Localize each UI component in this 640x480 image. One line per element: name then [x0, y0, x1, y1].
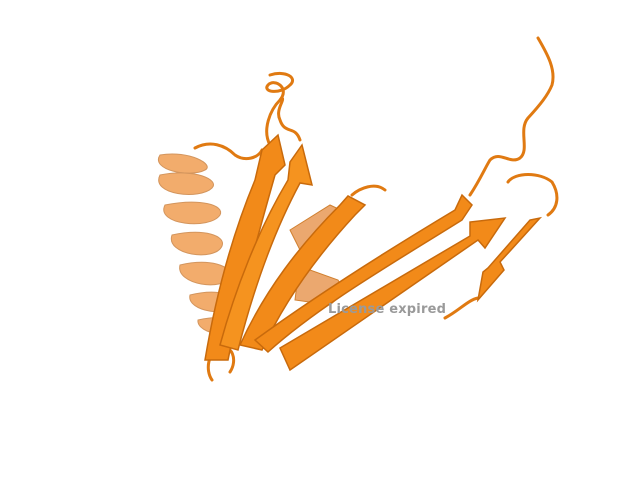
beta-strand-3 — [238, 195, 367, 351]
beta-strand-2 — [219, 143, 314, 351]
beta-sheet — [204, 133, 543, 372]
beta-strand-5 — [279, 217, 507, 372]
coil-loops — [193, 36, 559, 382]
license-watermark: License expired — [328, 302, 447, 317]
beta-strand-6 — [476, 216, 543, 303]
beta-strand-4 — [253, 193, 473, 354]
